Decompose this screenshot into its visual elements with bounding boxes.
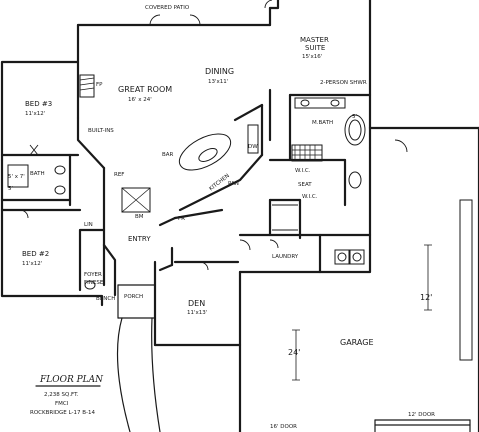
label-built-ins: BUILT-INS	[88, 128, 114, 134]
label-garage: GARAGE	[340, 338, 374, 347]
label-dw: DW	[248, 144, 258, 150]
label-den-size: 11'x13'	[187, 310, 207, 316]
label-foyer: FOYER	[84, 272, 102, 278]
door-swings	[19, 0, 408, 271]
label-tub-size: 5'	[352, 114, 357, 120]
label-bm: BM	[135, 214, 144, 220]
label-great-room: GREAT ROOM	[118, 85, 172, 94]
label-fr: FR	[178, 216, 185, 222]
label-two-person-shower: 2-PERSON SHWR	[320, 80, 367, 86]
label-bar: BAR	[162, 152, 174, 158]
label-master-suite: MASTER	[300, 36, 329, 44]
label-pan: PAN	[228, 181, 239, 187]
label-garage-door2: 12' DOOR	[408, 412, 435, 418]
title-block: FLOOR PLAN 2,238 SQ.FT. FMCI ROCKBRIDGE …	[30, 375, 104, 416]
title-floor-plan: FLOOR PLAN	[39, 375, 104, 385]
label-dim-1: 5'	[8, 186, 13, 192]
label-den: DEN	[188, 299, 205, 308]
label-great-room-size: 16' x 24'	[128, 97, 152, 103]
garage-doors	[374, 419, 471, 432]
fixtures	[7, 74, 473, 361]
label-dining: DINING	[205, 67, 234, 76]
label-wic-small: W.I.C.	[295, 168, 311, 174]
label-fp: FP	[96, 82, 103, 88]
interior-walls	[0, 88, 372, 347]
washer	[334, 249, 350, 265]
label-bed3: BED #3	[25, 100, 52, 108]
label-bed2-size: 11'x12'	[22, 261, 42, 267]
label-garage-height: 12'	[420, 293, 432, 302]
label-bath-size: 5' x 7'	[8, 174, 25, 180]
label-bed3-size: 11'x12'	[25, 111, 45, 117]
label-bed2: BED #2	[22, 250, 49, 258]
label-ref: REF	[114, 172, 124, 178]
title-sqft: 2,238 SQ.FT.	[44, 392, 79, 398]
porch-walkway	[116, 317, 161, 432]
label-finese: FINESE	[84, 280, 104, 286]
title-subtitle: FMCI	[55, 401, 69, 407]
label-garage-door: 16' DOOR	[270, 424, 297, 430]
label-bath: BATH	[30, 171, 45, 177]
label-bench: BENCH	[96, 296, 115, 302]
master-shower	[291, 144, 323, 162]
label-linen: LIN	[84, 222, 93, 228]
label-m-bath: M.BATH	[312, 120, 333, 126]
label-wic: W.I.C.	[302, 194, 318, 200]
label-garage-width: 24'	[288, 348, 300, 357]
label-master-suite-size: 15'x16'	[302, 54, 322, 60]
dryer	[349, 249, 365, 265]
label-entry: ENTRY	[128, 235, 151, 243]
label-covered-patio: COVERED PATIO	[145, 5, 190, 11]
kitchen-island	[178, 133, 232, 171]
fireplace-great-room	[79, 74, 95, 98]
label-porch: PORCH	[124, 294, 143, 300]
label-dining-size: 13'x11'	[208, 79, 228, 85]
dimension-lines	[292, 244, 432, 381]
master-tub	[344, 114, 366, 146]
label-laundry: LAUNDRY	[272, 254, 299, 260]
label-seat: SEAT	[298, 182, 312, 188]
title-model: ROCKBRIDGE L-17 B-14	[30, 410, 95, 416]
label-master-suite-2: SUITE	[305, 44, 325, 52]
